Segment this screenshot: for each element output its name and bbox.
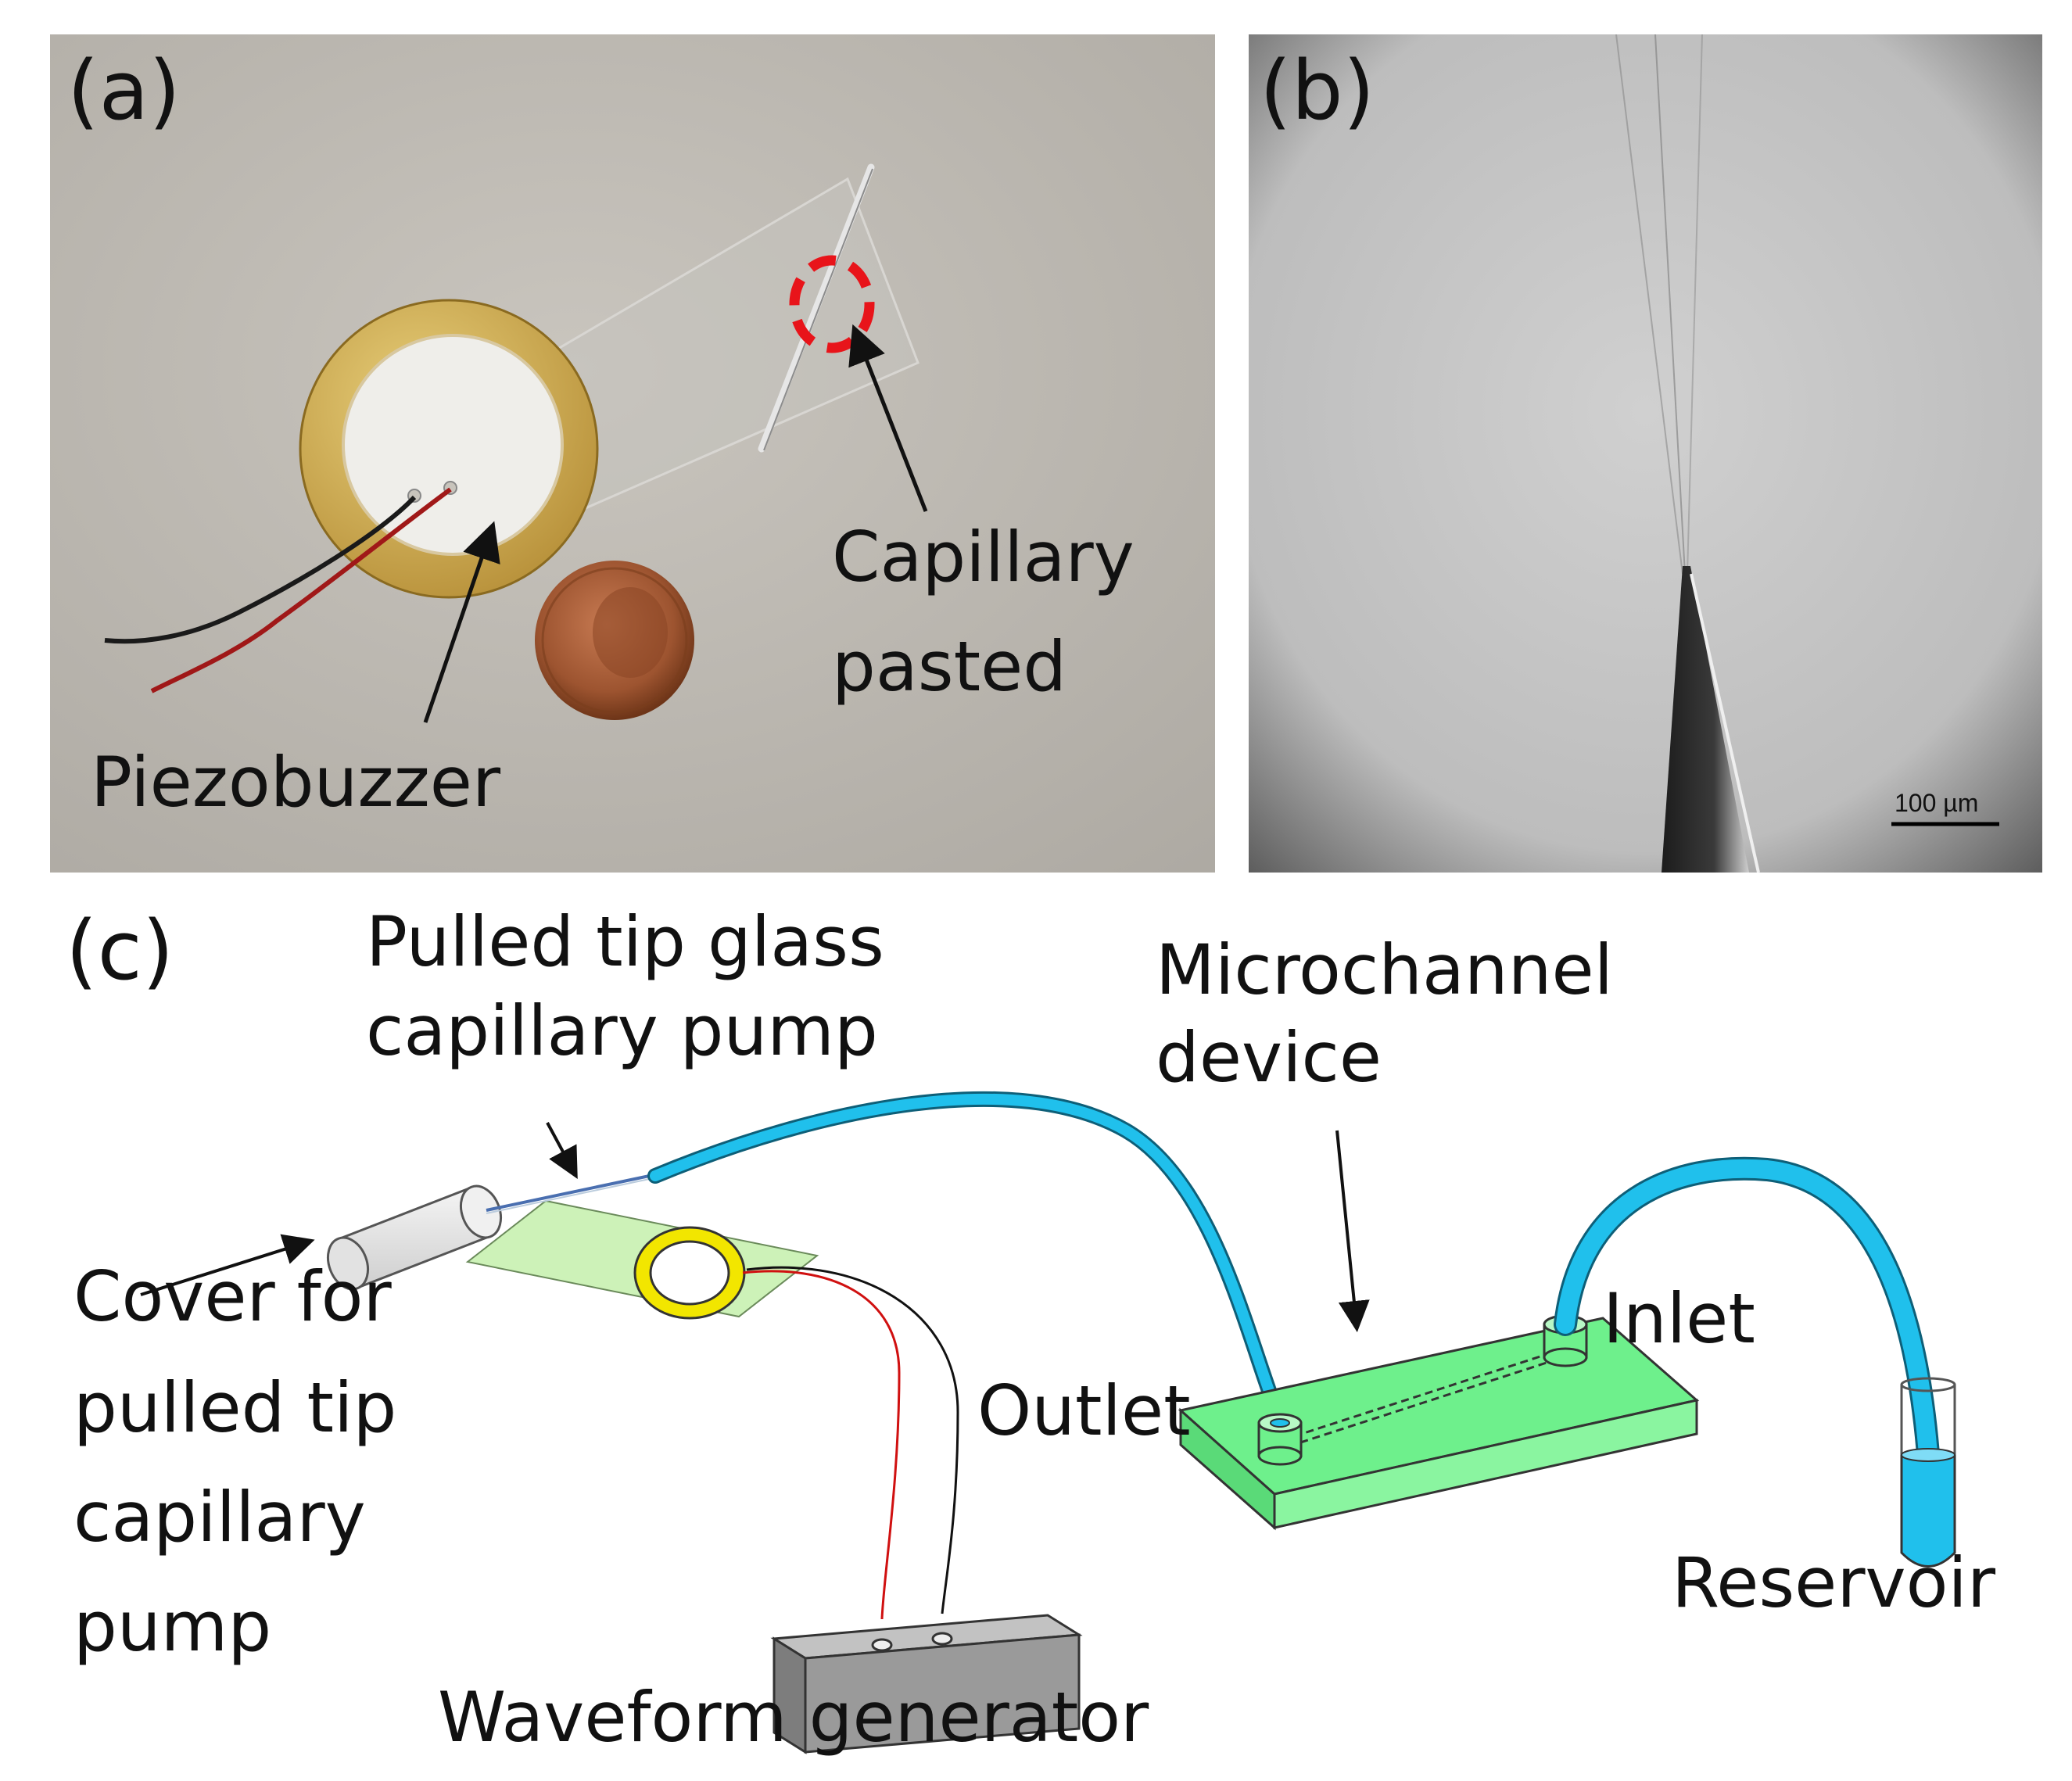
panel-c-schematic: (c) Pulled tip glass capillary pump Micr… (0, 873, 2072, 1781)
panel-b-illustration (1249, 34, 2042, 873)
cover-label-line3: capillary (73, 1477, 366, 1557)
panel-b-micrograph: (b) 100 µm (1249, 34, 2042, 873)
panel-a-photo: (a) Capillary pasted Piezobuzzer (50, 34, 1215, 873)
reservoir-tube (1900, 1377, 1956, 1568)
cover-label-line2: pulled tip (73, 1367, 397, 1448)
red-wire (742, 1270, 901, 1620)
waveform-generator-box (770, 1614, 1083, 1754)
capillary-pasted-label-line2: pasted (832, 626, 1067, 707)
panel-a-illustration (50, 34, 1215, 873)
piezo-ring (633, 1226, 746, 1320)
piezobuzzer-label: Piezobuzzer (91, 742, 501, 822)
pump-arrow (546, 1122, 578, 1180)
outlet-label: Outlet (977, 1371, 1191, 1451)
microchannel-arrow (1335, 1130, 1370, 1332)
capillary (758, 163, 875, 453)
microchannel-label-line2: device (1156, 1017, 1382, 1098)
pump-label-line1: Pulled tip glass (366, 901, 884, 982)
black-wire (746, 1266, 959, 1614)
pump-label-line2: capillary pump (366, 991, 878, 1071)
glass-capillary (486, 1173, 658, 1212)
cover-label-line4: pump (73, 1586, 272, 1667)
cover-arrow (140, 1234, 315, 1296)
panel-c-label: (c) (66, 903, 174, 998)
red-wire (150, 487, 452, 693)
capillary-arrow (848, 324, 928, 512)
capillary-highlight-circle (789, 255, 875, 353)
panel-c-illustration (140, 1091, 1956, 1754)
panel-b-label: (b) (1260, 43, 1375, 138)
black-wire (104, 495, 417, 644)
capillary-tip (1662, 566, 1749, 873)
capillary-pasted-label-line1: Capillary (832, 517, 1135, 597)
inlet-label: Inlet (1603, 1278, 1755, 1359)
piezo-arrow (423, 521, 500, 723)
outlet-port (1257, 1413, 1303, 1466)
scale-bar-label: 100 µm (1895, 789, 1979, 817)
waveform-generator-label: Waveform generator (438, 1677, 1149, 1758)
capillary-cover-cylinder (326, 1184, 503, 1291)
cover-label-line1: Cover for (73, 1256, 392, 1337)
panel-a-label: (a) (67, 43, 181, 138)
reservoir-label: Reservoir (1672, 1543, 1996, 1623)
microchannel-label-line1: Microchannel (1156, 930, 1614, 1010)
